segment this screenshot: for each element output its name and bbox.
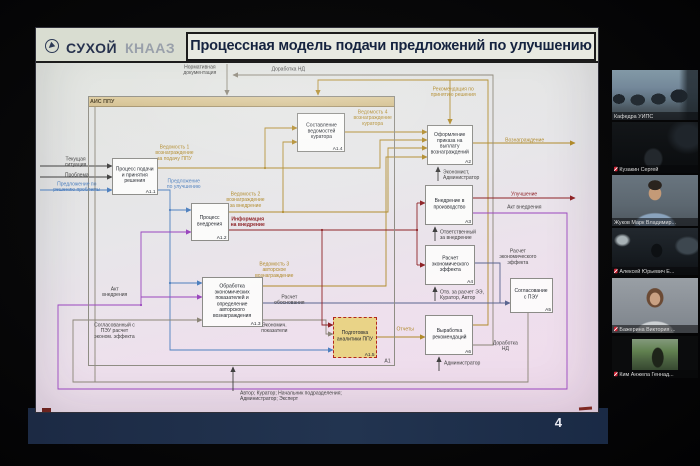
diagram-label: Нормативная документация bbox=[183, 64, 217, 76]
box-label: Оформление приказа на выплату вознагражд… bbox=[430, 131, 470, 156]
slide-header: СУХОЙ КНААЗ Процессная модель подачи пре… bbox=[36, 28, 598, 63]
diagram-label: Предложение по решению проблемы bbox=[53, 181, 101, 193]
box-code: А1.2 bbox=[217, 234, 227, 240]
diagram-label: Экономич. показатели bbox=[260, 322, 288, 334]
diagram-label: Рекомендация по принятию решения bbox=[430, 86, 476, 98]
box-code: А3 bbox=[465, 218, 471, 224]
box-code: А1.1 bbox=[146, 188, 156, 194]
box-label: Составление ведомостей куратора bbox=[305, 122, 337, 140]
diagram-label: Информация на внедрение bbox=[230, 216, 266, 228]
participant-name: Кафедра УИПС bbox=[614, 113, 654, 119]
diagram-label: Улучшение bbox=[510, 191, 538, 197]
diagram-label: Администратор bbox=[444, 360, 481, 366]
logo-text-primary: СУХОЙ bbox=[66, 40, 118, 56]
diagram-label: Согласованный с ПЭУ расчет эконом. эффек… bbox=[93, 322, 135, 340]
participant-video-1[interactable]: Кафедра УИПС bbox=[612, 70, 698, 120]
box-code: А1.5 bbox=[365, 351, 375, 357]
participant-name-bar: Алексей Юрьевич Е... bbox=[612, 267, 698, 275]
mic-muted-icon bbox=[614, 326, 618, 332]
diagram-label: Ведомость 2 вознаграждение за внедрение bbox=[225, 191, 265, 209]
box-code: А6 bbox=[465, 348, 471, 354]
box-label: Согласование с ПЭУ bbox=[514, 288, 549, 300]
participant-name-bar: Кузакин Сергей bbox=[612, 165, 698, 173]
diagram-label: Отчеты bbox=[396, 326, 414, 332]
participant-name: Ким Анжела Геннад... bbox=[619, 371, 674, 377]
shared-screen-strip: 4 bbox=[28, 408, 608, 444]
box-label: Процесс внедрения bbox=[197, 214, 223, 227]
slide-page-number: 4 bbox=[554, 415, 562, 430]
diagram-label: Акт внедрения bbox=[102, 286, 128, 298]
diagram-box-a2: Оформление приказа на выплату вознагражд… bbox=[427, 125, 473, 165]
diagram-label: А1 bbox=[383, 358, 391, 364]
diagram-label: Расчет обоснования bbox=[273, 294, 305, 306]
diagram-label: Ведомость 1 вознаграждение за подачу ППУ bbox=[154, 144, 194, 162]
photo-artifact bbox=[42, 408, 51, 412]
box-code: А1.4 bbox=[333, 145, 343, 151]
diagram-label: Доработка НД bbox=[492, 340, 518, 352]
participant-name: Алексей Юрьевич Е... bbox=[619, 268, 675, 274]
box-code: А5 bbox=[545, 306, 551, 312]
participant-name-bar: Кафедра УИПС bbox=[612, 112, 698, 120]
box-label: Подготовка аналитики ППУ bbox=[336, 330, 374, 342]
diagram-box-a5: Согласование с ПЭУ А5 bbox=[510, 278, 553, 313]
participant-name-bar: Ким Анжела Геннад... bbox=[612, 370, 698, 378]
diagram-edges bbox=[40, 64, 576, 391]
sukhoi-logo-icon bbox=[45, 39, 59, 53]
process-diagram: АИС ППУ Процесс подачи и принятия решения… bbox=[36, 28, 598, 412]
mic-muted-icon bbox=[614, 371, 618, 377]
participant-name: Жуков Марк Владимир... bbox=[614, 219, 677, 225]
diagram-box-a1-5: Подготовка аналитики ППУ А1.5 bbox=[333, 317, 377, 358]
diagram-label: Ведомость 4 вознаграждение куратора bbox=[353, 109, 393, 127]
box-label: Выработка рекомендаций bbox=[432, 327, 466, 340]
logo-text-secondary: КНААЗ bbox=[125, 40, 176, 56]
diagram-label: Доработка НД bbox=[271, 66, 305, 72]
diagram-box-a1-outer bbox=[88, 96, 395, 366]
participant-name-bar: Бажерина Виктория ... bbox=[612, 325, 698, 333]
mic-muted-icon bbox=[614, 268, 618, 274]
participant-video-6[interactable]: Ким Анжела Геннад... bbox=[612, 336, 698, 378]
box-label: Расчет экономического эффекта bbox=[431, 254, 469, 273]
diagram-label: Текущая ситуация bbox=[65, 156, 87, 168]
diagram-label: Ответственный за внедрение bbox=[440, 229, 476, 241]
diagram-label: Проблема bbox=[65, 172, 89, 178]
participant-video-2[interactable]: Кузакин Сергей bbox=[612, 122, 698, 173]
box-label: Процесс подачи и принятия решения bbox=[116, 166, 154, 184]
diagram-label: Акт внедрения bbox=[506, 204, 542, 210]
participant-name: Кузакин Сергей bbox=[619, 166, 659, 172]
participant-video-4[interactable]: Алексей Юрьевич Е... bbox=[612, 228, 698, 275]
participant-name: Бажерина Виктория ... bbox=[619, 326, 676, 332]
box-code: А2 bbox=[465, 158, 471, 164]
diagram-label: Экономист, Администратор bbox=[443, 169, 480, 181]
box-label: Обработка экономических показателей и оп… bbox=[213, 282, 252, 318]
diagram-label: Отв. за расчет ЭЭ, Куратор, Автор bbox=[440, 289, 484, 301]
diagram-label: Расчет экономического эффекта bbox=[499, 248, 537, 266]
diagram-label: Вознаграждение bbox=[505, 137, 545, 143]
sukhoi-logo: СУХОЙ КНААЗ bbox=[42, 32, 184, 61]
diagram-box-a1-3: Обработка экономических показателей и оп… bbox=[202, 277, 263, 327]
slide-title: Процессная модель подачи предложений по … bbox=[186, 32, 596, 61]
mic-muted-icon bbox=[614, 166, 618, 172]
box-code: А1.3 bbox=[251, 320, 261, 326]
box-label: АИС ППУ bbox=[90, 98, 115, 105]
presentation-slide: АИС ППУ Процесс подачи и принятия решения… bbox=[36, 28, 598, 412]
participant-video-3[interactable]: Жуков Марк Владимир... bbox=[612, 175, 698, 226]
participant-avatar bbox=[632, 339, 678, 370]
diagram-label: Ведомость 3 авторское вознаграждение bbox=[254, 261, 294, 279]
participant-video-5[interactable]: Бажерина Виктория ... bbox=[612, 278, 698, 333]
box-label: Внедрение в производство bbox=[433, 197, 465, 210]
diagram-label: Автор; Куратор; Начальник подразделения;… bbox=[240, 390, 342, 402]
diagram-label: Предложение по улучшению bbox=[167, 178, 201, 190]
box-code: А4 bbox=[467, 278, 473, 284]
participant-name-bar: Жуков Марк Владимир... bbox=[612, 218, 698, 226]
